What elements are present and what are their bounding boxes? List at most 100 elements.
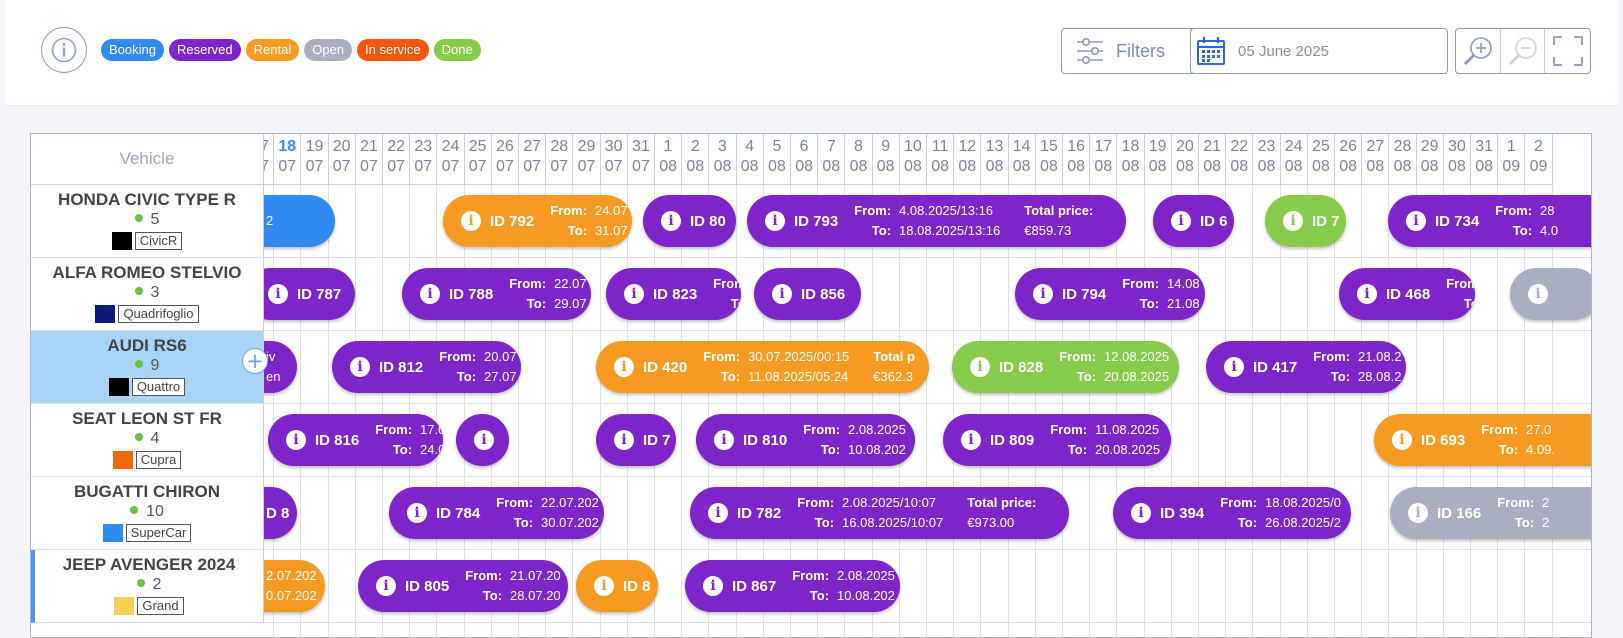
info-icon[interactable]: i xyxy=(1033,284,1053,304)
grid-line xyxy=(545,185,547,637)
info-button[interactable] xyxy=(41,27,87,73)
booking-bar[interactable]: iID 823From:FroTo:. xyxy=(606,268,741,320)
booking-bar[interactable]: D 8 xyxy=(264,487,297,539)
info-icon[interactable]: i xyxy=(594,576,614,596)
vehicle-column-header: Vehicle xyxy=(31,134,264,185)
from-value: 30.07.2025/00:15 xyxy=(748,349,850,364)
booking-bar[interactable]: i xyxy=(1510,268,1591,320)
info-icon[interactable]: i xyxy=(661,211,681,231)
info-icon[interactable]: i xyxy=(614,357,634,377)
info-icon[interactable]: i xyxy=(1408,503,1428,523)
info-icon[interactable]: i xyxy=(350,357,370,377)
info-icon[interactable]: i xyxy=(614,430,634,450)
month-number: 07 xyxy=(631,158,650,175)
zoom-in-button[interactable] xyxy=(1456,29,1501,73)
grid-line xyxy=(409,185,411,637)
month-number: 09 xyxy=(1502,158,1521,175)
to-label: To: xyxy=(1330,369,1351,384)
booking-id: ID 805 xyxy=(405,577,450,595)
info-icon[interactable]: i xyxy=(765,211,785,231)
grid-line xyxy=(1334,185,1335,637)
booking-bar[interactable]: i xyxy=(456,414,509,466)
info-icon[interactable]: i xyxy=(970,357,990,377)
info-icon[interactable]: i xyxy=(461,211,481,231)
fullscreen-button[interactable] xyxy=(1545,29,1590,73)
info-icon[interactable]: i xyxy=(268,284,288,304)
date-picker[interactable]: 05 June 2025 xyxy=(1190,28,1448,74)
timeline[interactable]: 1707180719072007210722072307240725072607… xyxy=(264,134,1591,637)
info-icon[interactable]: i xyxy=(708,503,728,523)
info-icon[interactable]: i xyxy=(1131,503,1151,523)
info-icon[interactable]: i xyxy=(407,503,427,523)
info-icon[interactable]: i xyxy=(1528,284,1548,304)
vehicle-tag-row: SuperCar xyxy=(31,524,263,542)
info-icon[interactable]: i xyxy=(1283,211,1303,231)
info-icon[interactable]: i xyxy=(1224,357,1244,377)
info-icon[interactable]: i xyxy=(772,284,792,304)
info-icon[interactable]: i xyxy=(286,430,306,450)
booking-bar[interactable]: iID 468From:FroTo:. xyxy=(1339,268,1475,320)
info-icon[interactable]: i xyxy=(376,576,396,596)
info-icon[interactable]: i xyxy=(703,576,723,596)
info-icon[interactable]: i xyxy=(474,430,494,450)
info-icon[interactable]: i xyxy=(961,430,981,450)
zoom-out-button[interactable] xyxy=(1501,29,1546,73)
info-icon[interactable]: i xyxy=(624,284,644,304)
info-icon[interactable]: i xyxy=(1406,211,1426,231)
booking-id: ID 693 xyxy=(1421,431,1466,449)
month-number: 07 xyxy=(278,158,297,175)
info-icon[interactable]: i xyxy=(1392,430,1412,450)
month-number: 08 xyxy=(1148,158,1167,175)
info-icon[interactable]: i xyxy=(1357,284,1377,304)
from-label: From: xyxy=(854,203,892,218)
booking-bar[interactable]: 2Total€486. xyxy=(264,195,335,247)
info-icon[interactable]: i xyxy=(714,430,734,450)
add-booking-button[interactable]: + xyxy=(242,348,268,374)
info-icon[interactable]: i xyxy=(420,284,440,304)
booking-clipped-line-2: en xyxy=(266,369,281,384)
filters-button[interactable]: Filters xyxy=(1061,28,1212,74)
from-label: From: xyxy=(550,203,588,218)
info-icon[interactable]: i xyxy=(1171,211,1191,231)
